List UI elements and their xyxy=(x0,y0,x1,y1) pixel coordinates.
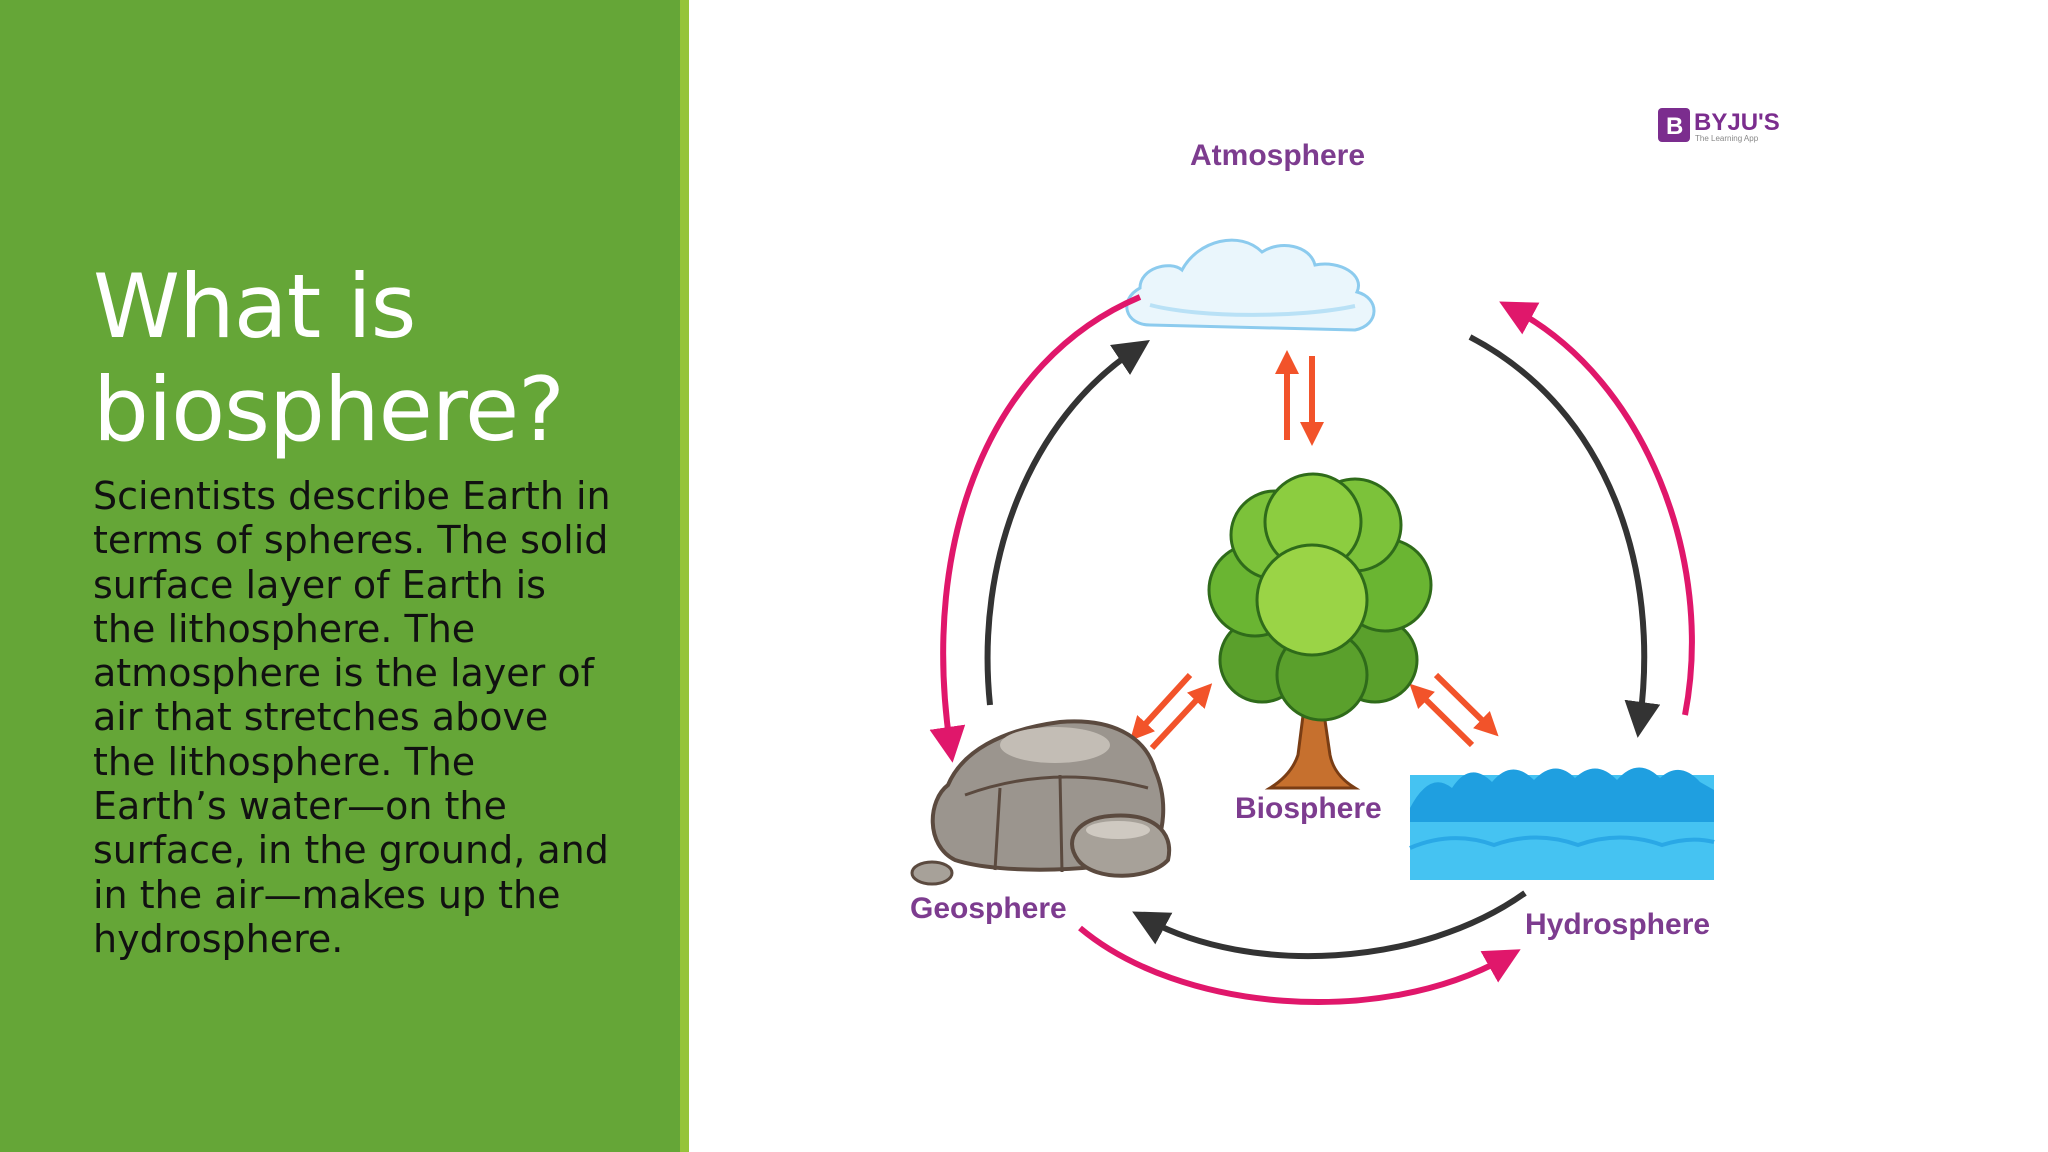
label-geosphere: Geosphere xyxy=(910,892,1067,925)
exchange-arrows-biosphere-geosphere xyxy=(1129,672,1213,751)
byjus-logo: B BYJU'S The Learning App xyxy=(1658,108,1780,143)
label-atmosphere: Atmosphere xyxy=(1190,139,1365,172)
slide-body-text: Scientists describe Earth in terms of sp… xyxy=(93,474,611,961)
inner-arrow-hydrosphere-to-geosphere xyxy=(1132,890,1527,960)
byjus-logo-glyph: B xyxy=(1666,113,1683,140)
outer-arrow-atmosphere-to-geosphere xyxy=(929,294,1142,763)
rock-icon xyxy=(910,719,1172,886)
byjus-logo-text: BYJU'S xyxy=(1694,109,1780,136)
label-biosphere: Biosphere xyxy=(1235,792,1382,825)
cloud-icon xyxy=(1125,238,1376,332)
tree-icon xyxy=(1207,472,1433,790)
accent-bar xyxy=(680,0,689,1152)
exchange-arrows-atmosphere-biosphere xyxy=(1275,350,1324,446)
byjus-logo-mark xyxy=(1658,108,1690,142)
inner-arrow-geosphere-to-atmosphere xyxy=(984,340,1150,706)
label-hydrosphere: Hydrosphere xyxy=(1525,908,1710,941)
outer-arrow-geosphere-to-hydrosphere xyxy=(1078,925,1521,1005)
slide-title: What is biosphere? xyxy=(93,255,565,461)
outer-arrow-hydrosphere-to-atmosphere xyxy=(1499,301,1695,716)
water-icon xyxy=(1409,767,1715,880)
exchange-arrows-biosphere-hydrosphere xyxy=(1409,672,1499,748)
byjus-logo-tagline: The Learning App xyxy=(1695,134,1759,143)
title-panel xyxy=(0,0,680,1152)
inner-arrow-atmosphere-to-hydrosphere xyxy=(1468,334,1661,738)
